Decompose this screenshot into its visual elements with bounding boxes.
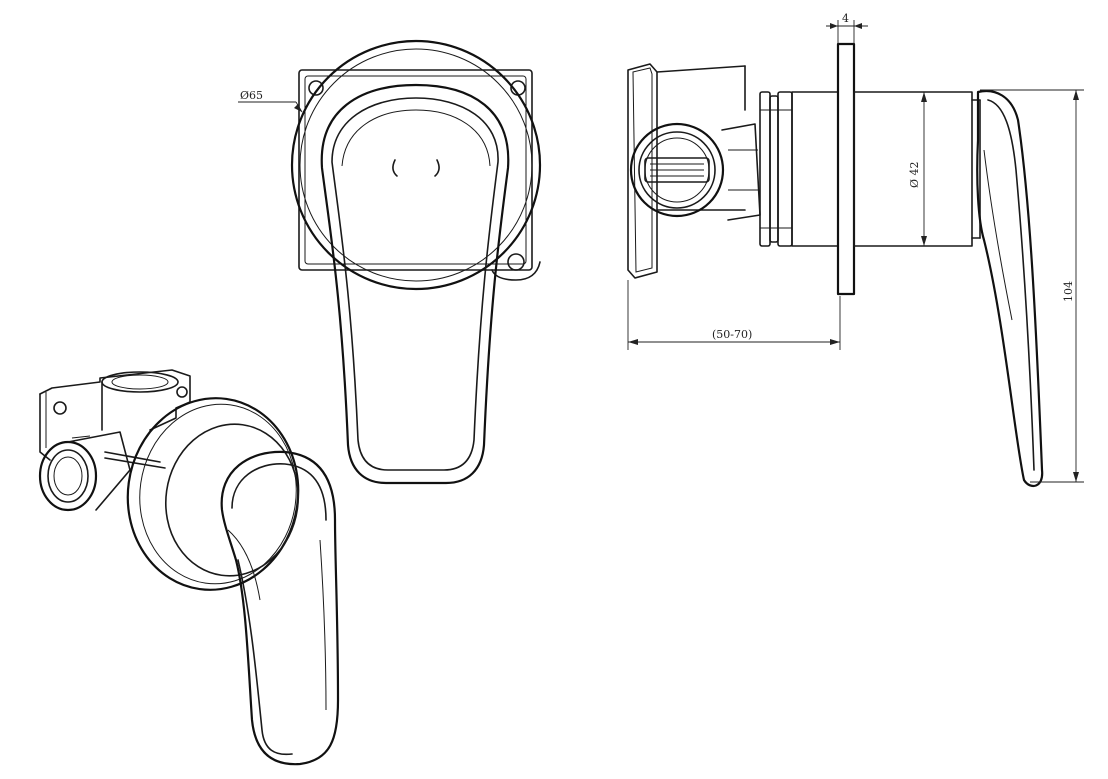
range-50-70-label: (50-70) xyxy=(712,328,752,341)
side-view: 4 (50-70) Ø 42 104 xyxy=(627,12,1084,488)
iso-inlet-port xyxy=(38,431,166,512)
height-104-label: 104 xyxy=(1062,281,1075,302)
dimension-height-104: 104 xyxy=(980,89,1084,483)
iso-bracket xyxy=(39,369,191,461)
side-valve-body xyxy=(629,122,761,221)
dia-65-label: Ø65 xyxy=(240,89,263,102)
side-back-plate xyxy=(627,63,746,279)
side-lever xyxy=(976,89,1044,488)
dia-42-label: Ø 42 xyxy=(908,161,921,188)
isometric-view xyxy=(38,369,340,766)
dimension-dia-42: Ø 42 xyxy=(908,92,927,246)
front-handle xyxy=(320,83,510,485)
front-escutcheon xyxy=(290,39,542,291)
side-cartridge xyxy=(759,91,839,247)
dimension-thickness-4: 4 xyxy=(826,12,868,44)
thickness-4-label: 4 xyxy=(842,12,849,25)
iso-escutcheon xyxy=(126,397,300,591)
dimension-range-50-70: (50-70) xyxy=(627,280,841,350)
iso-lever xyxy=(220,450,340,766)
front-view: Ø65 xyxy=(238,39,542,485)
side-escutcheon xyxy=(836,42,856,296)
dimension-dia-65: Ø65 xyxy=(238,89,303,113)
